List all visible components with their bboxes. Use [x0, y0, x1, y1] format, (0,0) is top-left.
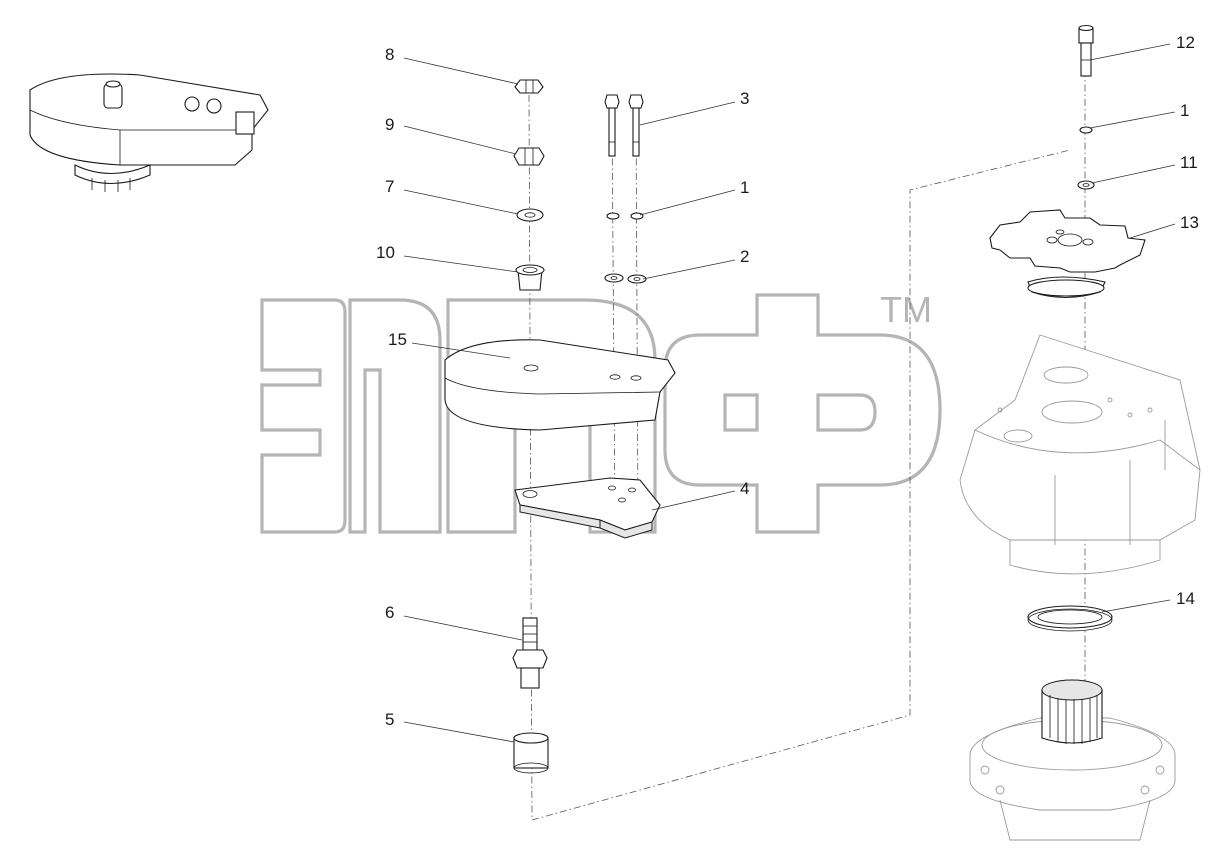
- callout-10: 10: [376, 243, 395, 262]
- callout-3: 3: [740, 89, 749, 108]
- callout-11: 11: [1180, 153, 1198, 172]
- part-14-seal: [1027, 605, 1113, 632]
- callout-13: 13: [1180, 213, 1199, 232]
- part-13-star-wheel: [989, 209, 1146, 298]
- callout-2: 2: [740, 247, 749, 266]
- callout-labels: 8 9 7 10 15 3 1 2 4 6 5 12 1 11 13 14: [376, 33, 1199, 729]
- part-10-bushing: [515, 264, 545, 291]
- part-7-washer: [516, 208, 544, 222]
- part-8-nut: [514, 79, 544, 94]
- callout-1-left: 1: [740, 178, 749, 197]
- callout-15: 15: [388, 330, 407, 349]
- part-2-flat-washers: [604, 273, 647, 284]
- assembled-housing-view: [29, 73, 269, 192]
- watermark-tm: TM: [880, 289, 932, 330]
- callout-4: 4: [740, 479, 749, 498]
- part-15-cover: [444, 339, 676, 431]
- callout-1-right: 1: [1180, 101, 1189, 120]
- callout-5: 5: [385, 710, 394, 729]
- callout-14: 14: [1176, 589, 1195, 608]
- part-11-washer: [1077, 180, 1095, 190]
- callout-12: 12: [1176, 33, 1195, 52]
- part-4-bracket: [514, 477, 661, 539]
- part-12-screw: [1078, 24, 1094, 77]
- part-6-fitting: [512, 617, 548, 689]
- output-flange-ghost: [969, 679, 1176, 841]
- part-3-bolts: [604, 94, 644, 157]
- callout-9: 9: [385, 115, 394, 134]
- part-1-lock-washers: [606, 212, 644, 220]
- leader-lines: [403, 43, 1176, 743]
- part-9-nut: [513, 147, 545, 166]
- callout-7: 7: [385, 177, 394, 196]
- part-1-washer-right: [1079, 126, 1093, 134]
- callout-8: 8: [385, 45, 394, 64]
- gearbox-housing-ghost: [959, 334, 1201, 575]
- callout-6: 6: [385, 603, 394, 622]
- part-5-sleeve: [513, 732, 549, 774]
